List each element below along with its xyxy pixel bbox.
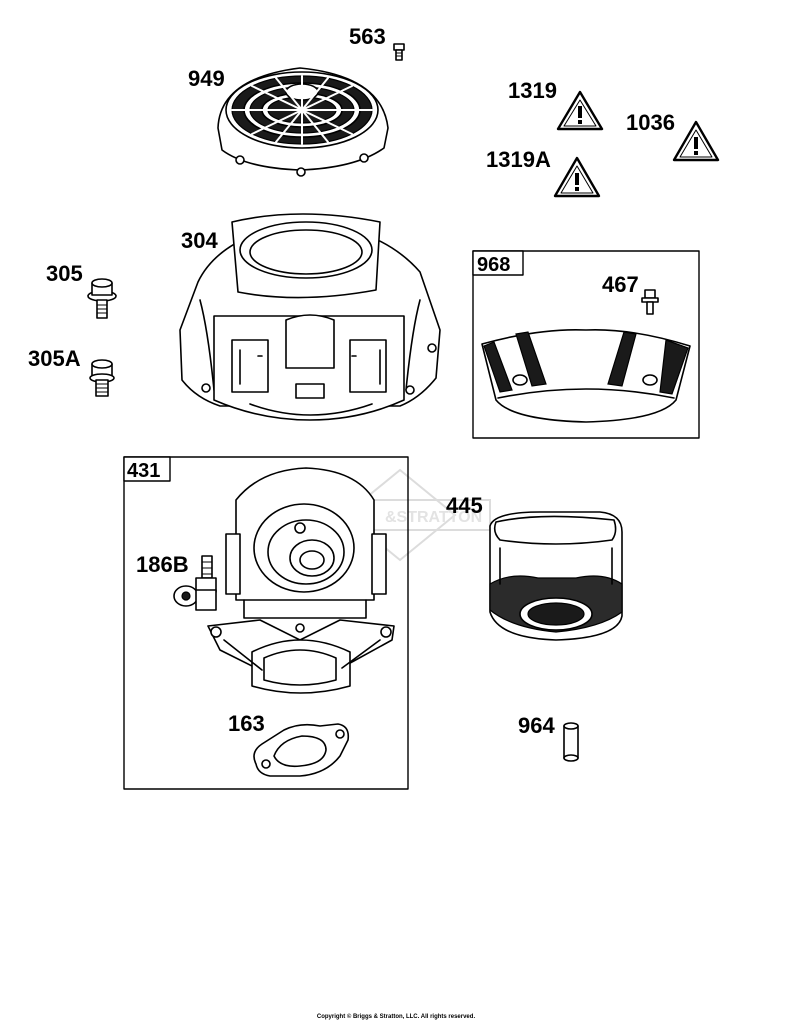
part-label-305: 305 [46,261,83,286]
part-label-1036: 1036 [626,110,675,135]
part-163-gasket[interactable] [253,723,350,777]
part-563-bolt[interactable] [393,43,405,61]
part-445-air-filter[interactable] [489,511,623,641]
part-949-fan-grille[interactable] [217,67,389,177]
watermark-text: &STRATTON [385,509,482,526]
part-304-blower-housing[interactable] [179,213,441,421]
copyright-notice: Copyright © Briggs & Stratton, LLC. All … [316,1014,476,1020]
warning-triangle-icon [556,90,604,131]
part-label-445: 445 [446,493,483,518]
part-label-305A: 305A [28,346,81,371]
part-431-group-box[interactable]: 431 186B [123,456,409,790]
part-label-1319A: 1319A [486,147,551,172]
part-label-964: 964 [518,713,555,738]
part-label-304: 304 [181,228,218,253]
part-label-163: 163 [228,711,265,736]
part-964-sleeve[interactable] [563,722,579,762]
part-label-186B: 186B [136,552,189,577]
part-305A-bolt[interactable] [89,359,115,397]
part-label-968: 968 [477,254,510,276]
part-label-467: 467 [602,272,639,297]
part-label-1319: 1319 [508,78,557,103]
part-305-bolt[interactable] [87,278,117,319]
part-186B-fitting[interactable] [173,555,217,611]
part-label-563: 563 [349,24,386,49]
part-968-group-box[interactable]: 968 467 [472,250,700,439]
part-968-air-cleaner-cover[interactable] [481,328,691,423]
warning-triangle-icon [553,156,601,198]
part-label-431: 431 [127,460,160,482]
part-label-949: 949 [188,66,225,91]
part-467-screw[interactable] [641,289,659,315]
warning-triangle-icon [672,120,720,162]
part-431-air-cleaner-base[interactable] [207,467,395,694]
